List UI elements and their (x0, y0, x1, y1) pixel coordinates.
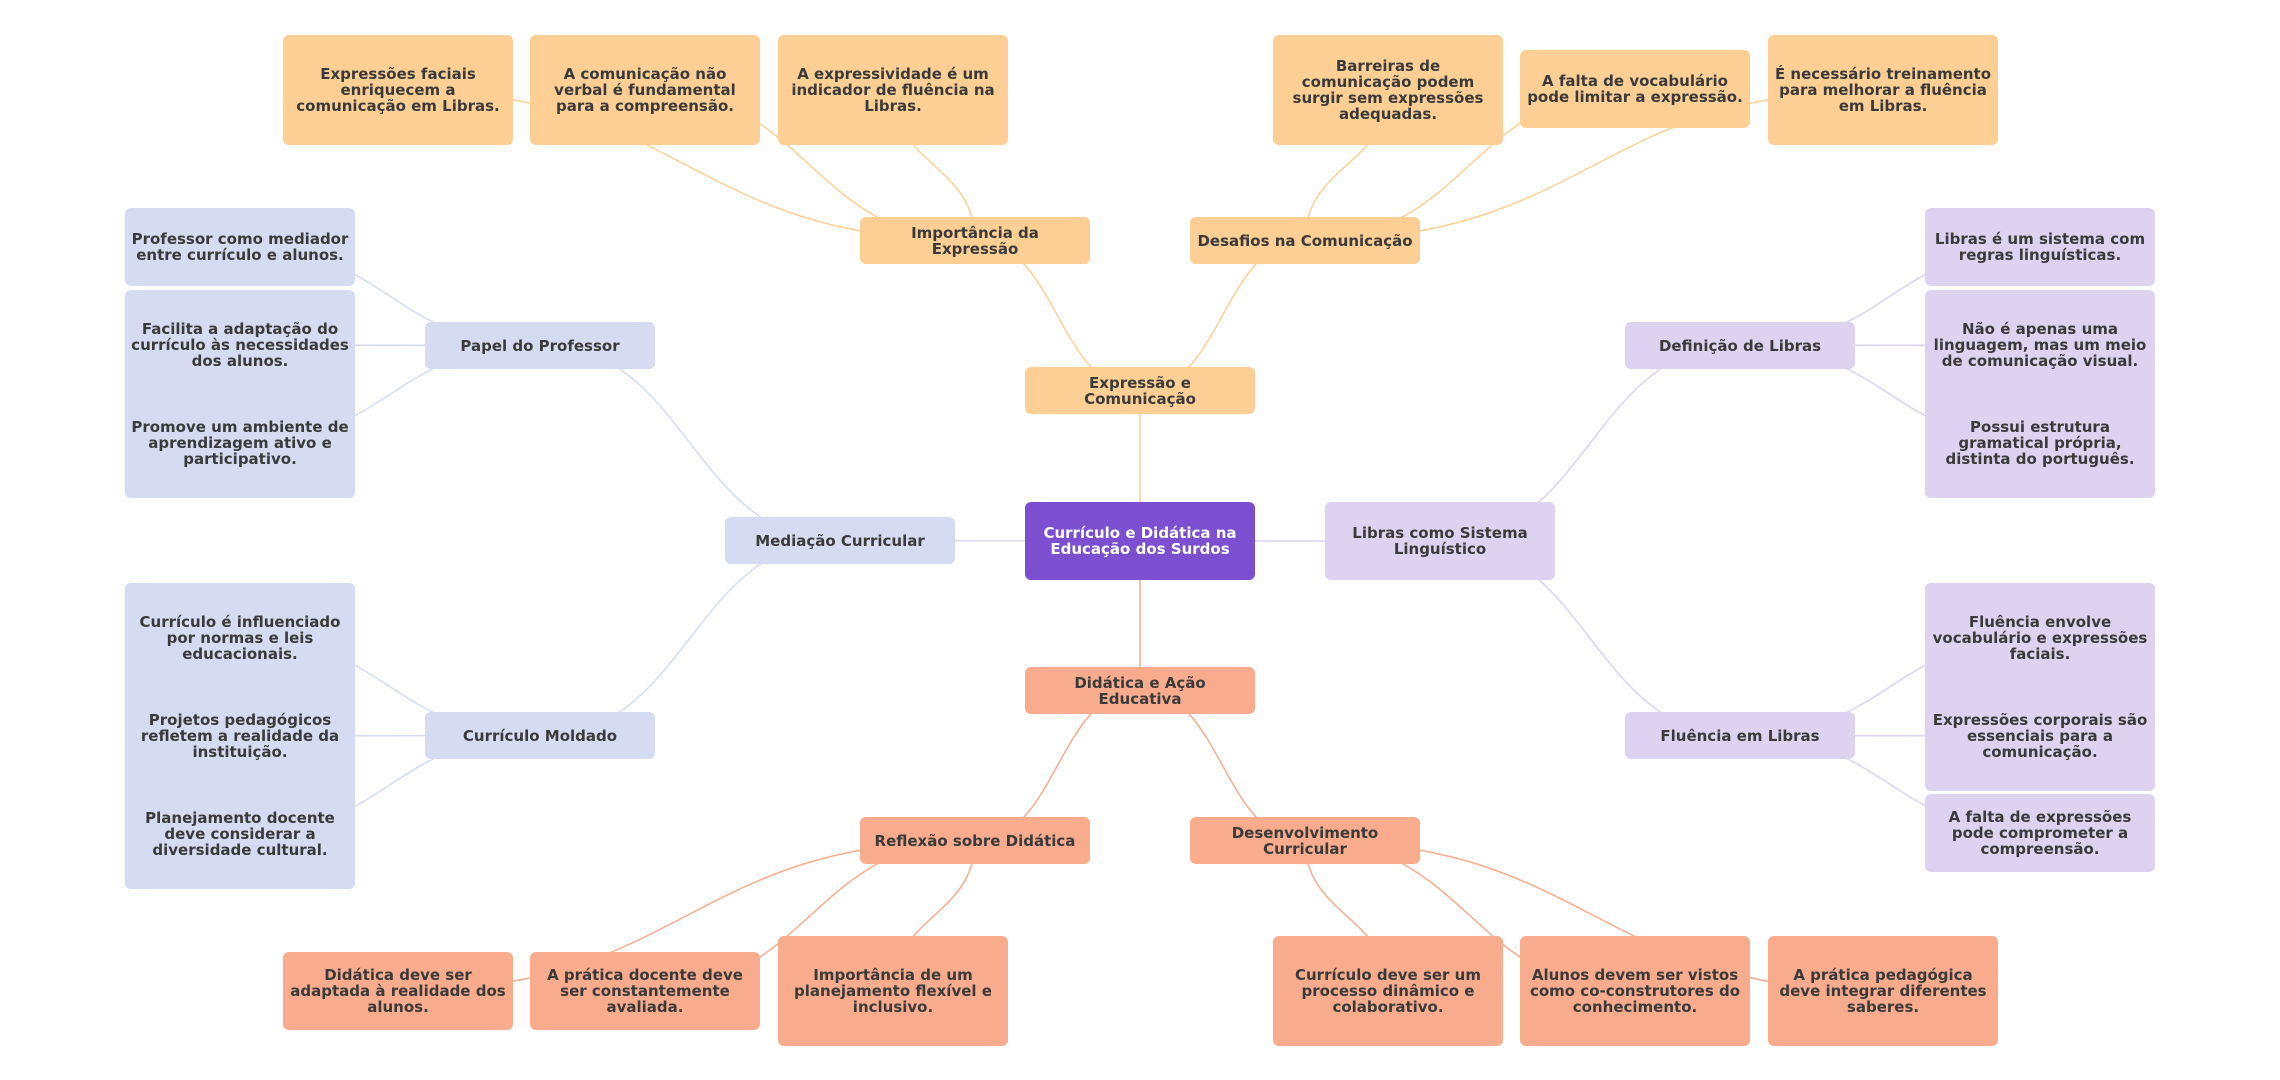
topic-fluencia[interactable]: Fluência em Libras (1625, 712, 1855, 759)
branch-libras[interactable]: Libras como Sistema Linguístico (1325, 502, 1555, 580)
branch-didatica[interactable]: Didática e Ação Educativa (1025, 667, 1255, 714)
branch-expressao[interactable]: Expressão e Comunicação (1025, 367, 1255, 414)
leaf-importancia-1[interactable]: Expressões faciais enriquecem a comunica… (283, 35, 513, 145)
topic-desafios[interactable]: Desafios na Comunicação (1190, 217, 1420, 264)
topic-importancia[interactable]: Importância da Expressão (860, 217, 1090, 264)
leaf-desenvolvimento-3[interactable]: A prática pedagógica deve integrar difer… (1768, 936, 1998, 1046)
leaf-reflexao-1[interactable]: Didática deve ser adaptada à realidade d… (283, 952, 513, 1030)
leaf-fluencia-3[interactable]: A falta de expressões pode comprometer a… (1925, 794, 2155, 872)
connector-branch-mediacao-topic-papel (539, 344, 841, 542)
leaf-moldado-3[interactable]: Planejamento docente deve considerar a d… (125, 779, 355, 889)
leaf-desafios-3[interactable]: É necessário treinamento para melhorar a… (1768, 35, 1998, 145)
leaf-definicao-3[interactable]: Possui estrutura gramatical própria, dis… (1925, 388, 2155, 498)
leaf-definicao-2[interactable]: Não é apenas uma linguagem, mas um meio … (1925, 290, 2155, 400)
topic-reflexao[interactable]: Reflexão sobre Didática (860, 817, 1090, 864)
branch-mediacao[interactable]: Mediação Curricular (725, 517, 955, 564)
leaf-fluencia-2[interactable]: Expressões corporais são essenciais para… (1925, 681, 2155, 791)
leaf-desafios-2[interactable]: A falta de vocabulário pode limitar a ex… (1520, 50, 1750, 128)
leaf-definicao-1[interactable]: Libras é um sistema com regras linguísti… (1925, 208, 2155, 286)
leaf-moldado-1[interactable]: Currículo é influenciado por normas e le… (125, 583, 355, 693)
leaf-reflexao-2[interactable]: A prática docente deve ser constantement… (530, 952, 760, 1030)
topic-desenvolvimento[interactable]: Desenvolvimento Curricular (1190, 817, 1420, 864)
leaf-desafios-1[interactable]: Barreiras de comunicação podem surgir se… (1273, 35, 1503, 145)
leaf-desenvolvimento-1[interactable]: Currículo deve ser um processo dinâmico … (1273, 936, 1503, 1046)
root-node[interactable]: Currículo e Didática na Educação dos Sur… (1025, 502, 1255, 580)
leaf-papel-2[interactable]: Facilita a adaptação do currículo às nec… (125, 290, 355, 400)
leaf-reflexao-3[interactable]: Importância de um planejamento flexível … (778, 936, 1008, 1046)
leaf-papel-3[interactable]: Promove um ambiente de aprendizagem ativ… (125, 388, 355, 498)
leaf-fluencia-1[interactable]: Fluência envolve vocabulário e expressõe… (1925, 583, 2155, 693)
connector-branch-mediacao-topic-moldado (539, 539, 841, 737)
leaf-moldado-2[interactable]: Projetos pedagógicos refletem a realidad… (125, 681, 355, 791)
topic-papel[interactable]: Papel do Professor (425, 322, 655, 369)
leaf-papel-1[interactable]: Professor como mediador entre currículo … (125, 208, 355, 286)
topic-definicao[interactable]: Definição de Libras (1625, 322, 1855, 369)
leaf-desenvolvimento-2[interactable]: Alunos devem ser vistos como co-construt… (1520, 936, 1750, 1046)
leaf-importancia-3[interactable]: A expressividade é um indicador de fluên… (778, 35, 1008, 145)
leaf-importancia-2[interactable]: A comunicação não verbal é fundamental p… (530, 35, 760, 145)
topic-moldado[interactable]: Currículo Moldado (425, 712, 655, 759)
